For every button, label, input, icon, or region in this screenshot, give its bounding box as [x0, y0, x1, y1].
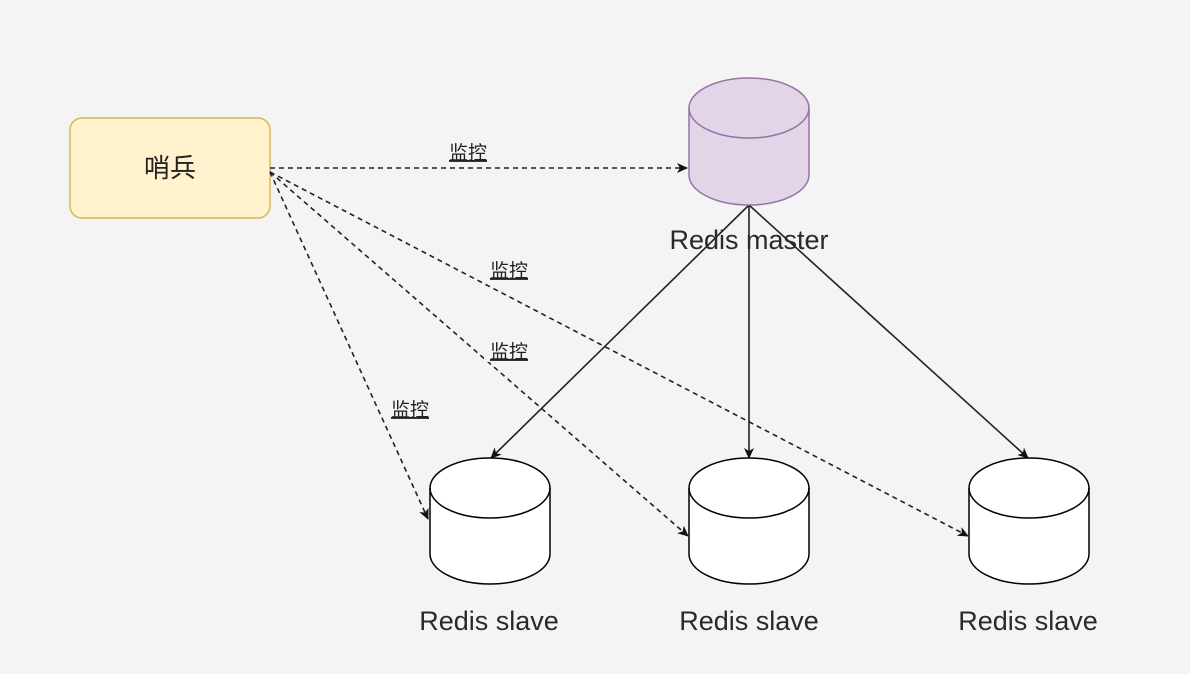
redis-slave-label: Redis slave: [419, 606, 559, 636]
redis-slave-cylinder: [429, 457, 551, 585]
edge-labels: 监控 监控 监控 监控: [384, 140, 536, 421]
monitor-edge-slave-2: [269, 171, 689, 537]
redis-slave-rim: [968, 487, 1090, 519]
redis-master-cylinder: [688, 77, 810, 206]
monitor-label-slave-2: 监控: [490, 341, 528, 363]
redis-slave-cylinder: [688, 457, 810, 585]
redis-master-node[interactable]: Redis master: [669, 77, 829, 255]
redis-slave-node-2[interactable]: Redis slave: [679, 457, 819, 636]
monitor-label-slave-3: 监控: [490, 260, 528, 282]
redis-master-rim: [688, 107, 810, 139]
monitor-edge-slave-1: [269, 171, 429, 520]
sentinel-label: 哨兵: [144, 154, 196, 184]
monitor-edges: [269, 163, 969, 537]
redis-master-label: Redis master: [669, 225, 828, 255]
redis-slave-rim: [429, 487, 551, 519]
redis-slave-label: Redis slave: [958, 606, 1098, 636]
redis-slave-label: Redis slave: [679, 606, 819, 636]
replication-edges: [490, 204, 1029, 459]
monitor-label-master: 监控: [449, 142, 487, 164]
redis-slave-node-3[interactable]: Redis slave: [958, 457, 1098, 636]
replication-edge-slave-3: [748, 204, 1029, 459]
monitor-label-slave-1: 监控: [391, 399, 429, 421]
sentinel-node[interactable]: 哨兵: [69, 117, 271, 219]
redis-slave-rim: [688, 487, 810, 519]
redis-slave-node-1[interactable]: Redis slave: [419, 457, 559, 636]
redis-slave-cylinder: [968, 457, 1090, 585]
monitor-edge-slave-3: [269, 171, 969, 537]
replication-edge-slave-1: [490, 204, 750, 459]
